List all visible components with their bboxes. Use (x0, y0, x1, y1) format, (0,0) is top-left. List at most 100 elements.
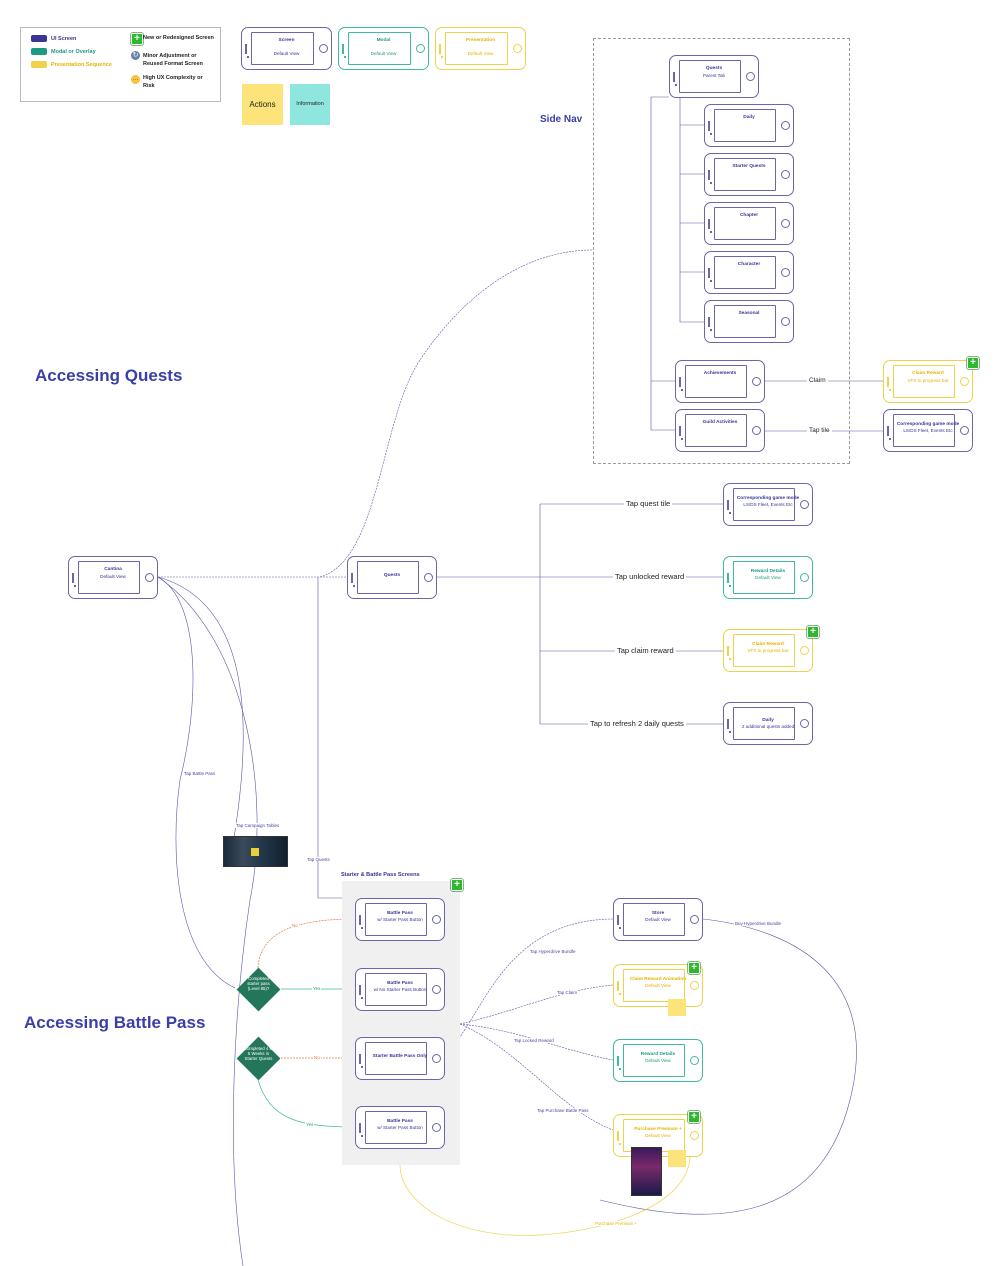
refresh-icon: ↻ (131, 51, 140, 60)
screen-title: Claim Reward (912, 371, 944, 376)
screen-subtitle: VFX to progress bar (747, 648, 789, 653)
quests-screen[interactable]: Quests (347, 556, 437, 599)
screen-title: Battle Pass (387, 911, 413, 916)
screen-title: Starter Battle Pass Only (372, 1054, 428, 1059)
edge-label-yes-2: Yes (305, 1122, 315, 1127)
screen-title: Guild Activities (702, 420, 738, 425)
guild-activities-screen[interactable]: Guild Activities (675, 409, 765, 452)
edge-label-yes-1: Yes (312, 986, 322, 991)
edge-label-tap-tile: Tap tile (807, 427, 832, 434)
starter-quests-screen[interactable]: Starter Quests (704, 153, 794, 196)
edge-label-tap-locked-reward: Tap Locked Reward (513, 1038, 555, 1043)
screen-subtitle: Default View (100, 574, 126, 579)
edge-label-tap-quest-tile: Tap quest tile (624, 499, 673, 508)
heading-accessing-battle-pass: Accessing Battle Pass (24, 1013, 206, 1032)
daily-refresh-screen[interactable]: Daily 2 additional quests added (723, 702, 813, 745)
edge-label-buy-hyperdrive: Buy Hyperdrive Bundle (734, 921, 783, 926)
screen-title: Claim Reward Animation (629, 977, 687, 982)
edge-label-purchase-premium: Purchase Premium + (594, 1221, 639, 1226)
screen-title: Character (737, 262, 761, 267)
screen-subtitle: w/ Starter Pass Button (377, 1125, 423, 1130)
plus-icon: + (688, 1111, 700, 1123)
screen-title: Quests (705, 66, 723, 71)
screen-title: Achievements (703, 371, 737, 376)
achievements-screen[interactable]: Achievements (675, 360, 765, 403)
screen-title: Chapter (739, 213, 759, 218)
claim-reward-screen[interactable]: Claim Reward VFX to progress bar (723, 629, 813, 672)
plus-icon: + (131, 33, 143, 45)
legend-ui-swatch (31, 35, 47, 42)
battle-pass-starter-button-screen-2[interactable]: Battle Pass w/ Starter Pass Button (355, 1106, 445, 1149)
edge-label-tap-refresh: Tap to refresh 2 daily quests (588, 719, 686, 728)
info-sticky-note-small (668, 999, 686, 1016)
battle-pass-no-starter-button-screen[interactable]: Battle Pass w/ No Starter Pass Button (355, 968, 445, 1011)
legend-modal-sample: Modal Default View (338, 27, 429, 70)
claim-reward-animation-screen[interactable]: Claim Reward Animation Default View (613, 964, 703, 1007)
plus-icon: + (451, 879, 463, 891)
screen-title: Starter Quests (732, 164, 766, 169)
plus-icon: + (688, 962, 700, 974)
legend-box (20, 27, 221, 102)
edge-label-tap-purchase-bp: Tap Purchase Battle Pass (536, 1108, 590, 1113)
reward-details-screen[interactable]: Reward Details Default View (723, 556, 813, 599)
screen-title: Seasonal (738, 311, 760, 316)
heading-side-nav: Side Nav (540, 114, 583, 125)
screen-title: Screen (278, 38, 295, 43)
screen-title: Reward Details (750, 569, 786, 574)
edge-label-tap-campaign-tables: Tap Campaign Tables (235, 823, 281, 828)
edge-label-tap-unlocked-reward: Tap unlocked reward (613, 572, 687, 581)
premium-screenshot-thumbnail (631, 1147, 662, 1196)
corresponding-game-mode-nav-screen[interactable]: Corresponding game mode LS/DS Fleet, Eve… (883, 409, 973, 452)
legend-presentation-swatch (31, 61, 47, 68)
screen-title: Battle Pass (387, 1119, 413, 1124)
legend-complexity-label: High UX Complexity or Risk (143, 75, 203, 89)
claim-reward-nav-screen[interactable]: Claim Reward VFX to progress bar (883, 360, 973, 403)
screen-subtitle: LS/DS Fleet, Events Etc (743, 502, 793, 507)
corresponding-game-mode-screen[interactable]: Corresponding game mode LS/DS Fleet, Eve… (723, 483, 813, 526)
screen-subtitle: Default View (645, 1058, 671, 1063)
screen-subtitle: Default View (645, 1133, 671, 1138)
edge-label-claim: Claim (807, 377, 828, 384)
starter-battle-pass-heading: Starter & Battle Pass Screens (341, 872, 420, 878)
screen-subtitle: w/ Starter Pass Button (377, 917, 423, 922)
screen-title: Claim Reward (752, 642, 784, 647)
screen-subtitle: Default View (273, 51, 300, 56)
info-sticky-note-small (668, 1150, 686, 1167)
legend-minor-label: Minor Adjustment or Reused Format Screen (143, 53, 203, 67)
information-sticky-note: Information (290, 84, 330, 125)
battle-pass-starter-button-screen[interactable]: Battle Pass w/ Starter Pass Button (355, 898, 445, 941)
seasonal-screen[interactable]: Seasonal (704, 300, 794, 343)
edge-label-tap-claim-reward: Tap claim reward (615, 646, 676, 655)
actions-sticky-note: Actions (242, 84, 283, 125)
store-screen[interactable]: Store Default View (613, 898, 703, 941)
legend-presentation-sample: Presentation Default View (435, 27, 526, 70)
screen-subtitle: Default View (645, 983, 671, 988)
legend-presentation-label: Presentation Sequence (51, 62, 112, 68)
reward-details-bp-screen[interactable]: Reward Details Default View (613, 1039, 703, 1082)
daily-tab-screen[interactable]: Daily (704, 104, 794, 147)
edge-label-tap-battle-pass: Tap Battle Pass (183, 771, 217, 776)
character-screen[interactable]: Character (704, 251, 794, 294)
side-nav-frame (593, 38, 850, 464)
screen-title: Daily (762, 718, 774, 723)
legend-new-label: New or Redesigned Screen (143, 35, 214, 41)
legend-screen-sample: Screen Default View (241, 27, 332, 70)
screen-title: Quests (383, 573, 401, 578)
screen-subtitle: Default View (755, 575, 781, 580)
screen-title: Modal (376, 38, 391, 43)
legend-modal-swatch (31, 48, 47, 55)
starter-battle-pass-only-screen[interactable]: Starter Battle Pass Only (355, 1037, 445, 1080)
campaign-tables-thumbnail (223, 836, 288, 867)
cantina-screen[interactable]: Cantina Default View (68, 556, 158, 599)
plus-icon: + (807, 626, 819, 638)
chapter-screen[interactable]: Chapter (704, 202, 794, 245)
screen-title: Cantina (104, 567, 122, 572)
screen-title: Battle Pass (387, 981, 413, 986)
edge-label-no-1: No (291, 923, 299, 928)
edge-label-tap-quests: Tap Quests (306, 857, 331, 862)
screen-title: Corresponding game mode (736, 496, 800, 501)
quests-parent-screen[interactable]: Quests Parent Tab (669, 55, 759, 98)
screen-subtitle: VFX to progress bar (907, 378, 949, 383)
screen-subtitle: w/ No Starter Pass Button (373, 987, 427, 992)
